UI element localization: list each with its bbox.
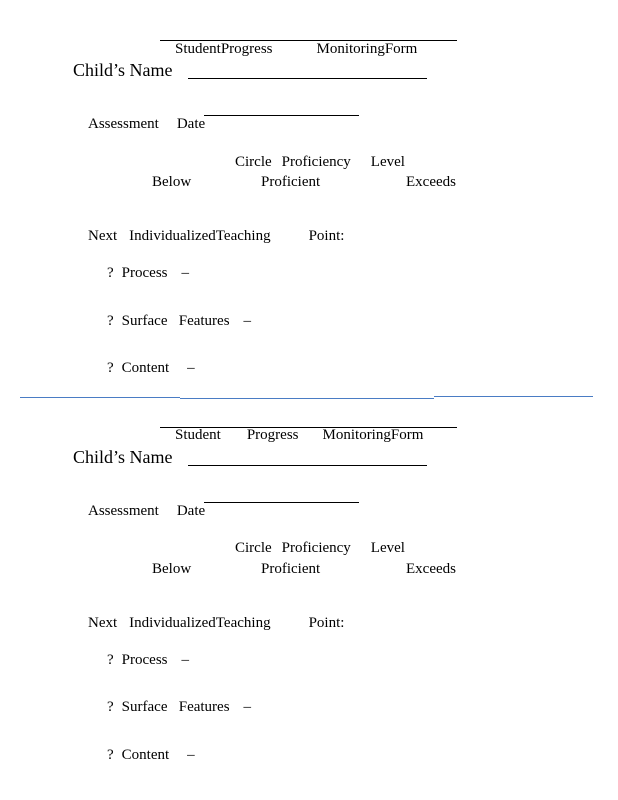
- child-name-label: Child’s Name: [73, 447, 173, 467]
- form-divider: [180, 398, 434, 399]
- title-word: Progress: [246, 427, 299, 443]
- form-divider: [20, 397, 180, 398]
- title-word: MonitoringForm: [316, 41, 418, 57]
- level-proficient[interactable]: Proficient: [261, 174, 321, 190]
- list-item: ?Surface Features–: [107, 313, 252, 329]
- list-item: ?Content–: [107, 360, 195, 376]
- title-word: StudentProgress: [175, 41, 273, 57]
- assessment-date-field[interactable]: [204, 502, 359, 503]
- level-exceeds[interactable]: Exceeds: [406, 561, 456, 577]
- bullet-icon: ?: [107, 313, 114, 329]
- level-exceeds[interactable]: Exceeds: [406, 174, 456, 190]
- list-item: ?Content–: [107, 747, 195, 763]
- form-divider: [434, 396, 593, 397]
- title-word: MonitoringForm: [322, 427, 424, 443]
- assessment-date-field[interactable]: [204, 115, 359, 116]
- bullet-icon: ?: [107, 265, 114, 281]
- list-item: ?Process–: [107, 265, 189, 281]
- child-name-field[interactable]: [188, 78, 427, 79]
- bullet-icon: ?: [107, 652, 114, 668]
- bullet-icon: ?: [107, 747, 114, 763]
- level-proficient[interactable]: Proficient: [261, 561, 321, 577]
- form-title: StudentProgress MonitoringForm: [160, 24, 417, 75]
- list-item: ?Process–: [107, 652, 189, 668]
- child-name-label: Child’s Name: [73, 60, 173, 80]
- level-below[interactable]: Below: [152, 561, 192, 577]
- progress-form-2: Student Progress MonitoringForm Child’s Na…: [0, 387, 618, 777]
- title-underline: [160, 427, 457, 428]
- title-word: Student: [175, 427, 221, 443]
- bullet-icon: ?: [107, 699, 114, 715]
- form-title: Student Progress MonitoringForm: [160, 410, 423, 461]
- title-underline: [160, 40, 457, 41]
- level-below[interactable]: Below: [152, 174, 192, 190]
- child-name-field[interactable]: [188, 465, 427, 466]
- list-item: ?Surface Features–: [107, 699, 252, 715]
- progress-form-1: StudentProgress MonitoringForm Child’s Na…: [0, 0, 618, 390]
- bullet-icon: ?: [107, 360, 114, 376]
